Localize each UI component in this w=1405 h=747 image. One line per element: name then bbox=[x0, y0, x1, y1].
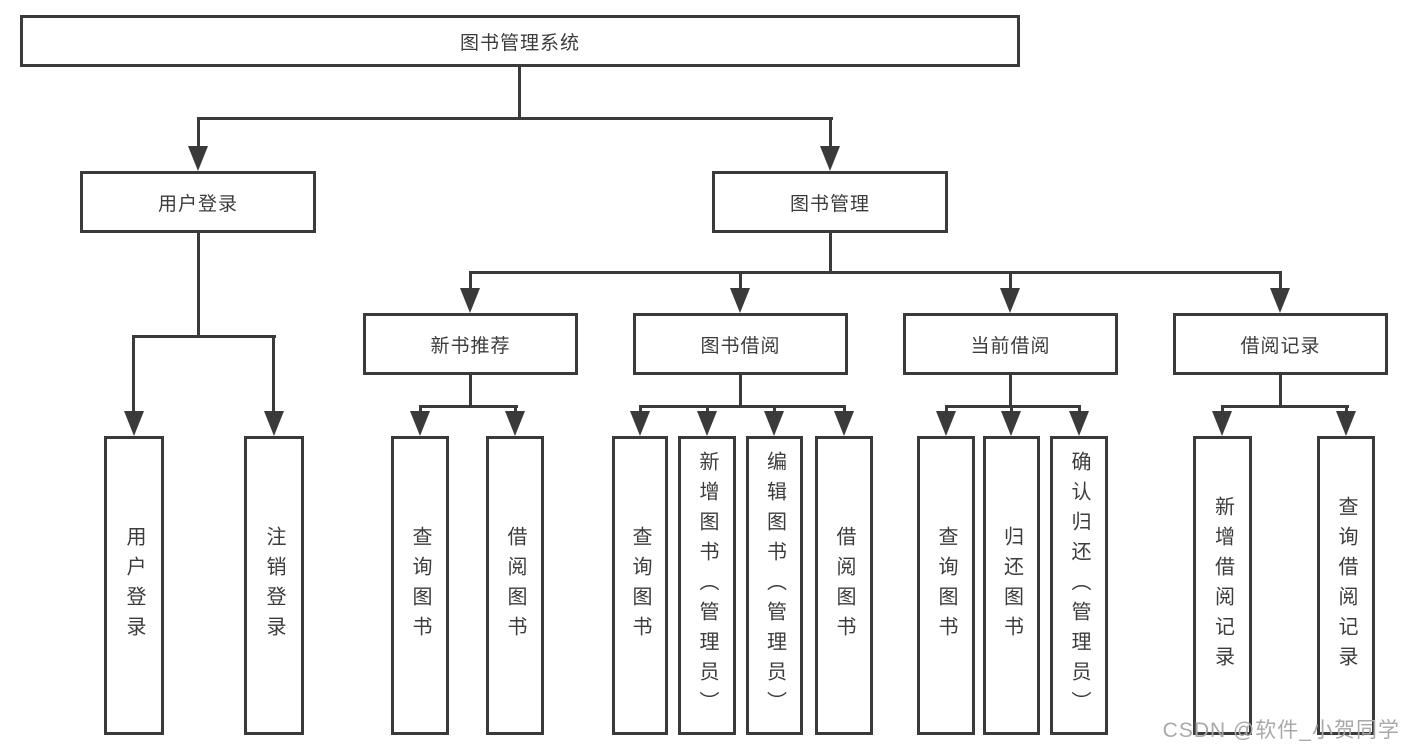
leaf-add-borrow-record-label: 新增借阅记录 bbox=[1211, 495, 1234, 676]
leaf-query-borrow-record-label: 查询借阅记录 bbox=[1335, 495, 1357, 676]
connector-mgmt-branch bbox=[469, 271, 1282, 274]
node-current-borrowing-label: 当前借阅 bbox=[970, 335, 1051, 357]
arrow-down-icon bbox=[1270, 288, 1290, 313]
node-book-borrowing: 图书借阅 bbox=[633, 313, 848, 375]
leaf-query-books-recommend-label: 查询图书 bbox=[409, 525, 431, 646]
leaf-query-books-current: 查询图书 bbox=[917, 436, 975, 735]
connector-to-new-books bbox=[469, 271, 472, 295]
leaf-borrow-books-recommend-label: 借阅图书 bbox=[504, 525, 526, 646]
arrow-down-icon bbox=[936, 411, 956, 436]
node-new-book-recommendation: 新书推荐 bbox=[363, 313, 578, 375]
leaf-user-login: 用户登录 bbox=[104, 436, 164, 735]
connector-current-branch bbox=[945, 405, 1081, 408]
csdn-watermark: CSDN @软件_小贺同学 bbox=[1162, 719, 1400, 742]
arrow-down-icon bbox=[1000, 288, 1020, 313]
connector-newbooks-branch bbox=[419, 405, 518, 408]
connector-user-branch bbox=[132, 335, 276, 338]
node-book-management-label: 图书管理 bbox=[789, 193, 870, 215]
leaf-edit-book-admin-label: 编辑图书（管理员） bbox=[763, 450, 786, 721]
node-library-system: 图书管理系统 bbox=[20, 15, 1020, 67]
arrow-down-icon bbox=[1336, 411, 1356, 436]
leaf-confirm-return-admin: 确认归还（管理员） bbox=[1050, 436, 1108, 735]
arrow-down-icon bbox=[730, 288, 750, 313]
node-borrowing-records: 借阅记录 bbox=[1173, 313, 1388, 375]
node-borrowing-records-label: 借阅记录 bbox=[1240, 335, 1321, 357]
leaf-query-borrow-record: 查询借阅记录 bbox=[1317, 436, 1375, 735]
node-current-borrowing: 当前借阅 bbox=[903, 313, 1118, 375]
node-book-management: 图书管理 bbox=[712, 171, 948, 233]
leaf-borrow-books-recommend: 借阅图书 bbox=[486, 436, 544, 735]
node-book-borrowing-label: 图书借阅 bbox=[700, 335, 781, 357]
leaf-return-books: 归还图书 bbox=[983, 436, 1040, 735]
connector-newbooks-trunk bbox=[469, 374, 472, 407]
connector-records-branch bbox=[1221, 405, 1349, 408]
connector-to-current bbox=[1009, 271, 1012, 295]
connector-to-leaf-logout bbox=[272, 335, 275, 417]
connector-to-user-login bbox=[197, 117, 200, 152]
leaf-add-book-admin: 新增图书（管理员） bbox=[678, 436, 736, 735]
leaf-query-books-current-label: 查询图书 bbox=[935, 525, 957, 646]
arrow-down-icon bbox=[820, 146, 840, 171]
connector-to-leaf-user-login bbox=[132, 335, 135, 417]
leaf-borrow-books-borrowing-label: 借阅图书 bbox=[833, 525, 855, 646]
node-user-login-label: 用户登录 bbox=[157, 193, 238, 215]
leaf-add-borrow-record: 新增借阅记录 bbox=[1193, 436, 1252, 735]
connector-borrowing-branch bbox=[639, 405, 846, 408]
connector-to-records bbox=[1279, 271, 1282, 295]
connector-to-borrowing bbox=[739, 271, 742, 295]
leaf-query-books-borrowing: 查询图书 bbox=[612, 436, 668, 735]
arrow-down-icon bbox=[264, 411, 284, 436]
arrow-down-icon bbox=[505, 411, 525, 436]
leaf-logout: 注销登录 bbox=[244, 436, 304, 735]
connector-mgmt-trunk bbox=[829, 232, 832, 273]
connector-to-book-management bbox=[829, 117, 832, 152]
node-user-login: 用户登录 bbox=[80, 171, 316, 233]
arrow-down-icon bbox=[697, 411, 717, 436]
arrow-down-icon bbox=[410, 411, 430, 436]
node-library-system-label: 图书管理系统 bbox=[459, 32, 580, 54]
leaf-query-books-recommend: 查询图书 bbox=[391, 436, 449, 735]
connector-current-trunk bbox=[1009, 374, 1012, 407]
leaf-user-login-label: 用户登录 bbox=[123, 525, 145, 646]
connector-borrowing-trunk bbox=[739, 374, 742, 407]
arrow-down-icon bbox=[460, 288, 480, 313]
arrow-down-icon bbox=[188, 146, 208, 171]
leaf-logout-label: 注销登录 bbox=[263, 525, 285, 646]
connector-records-trunk bbox=[1279, 374, 1282, 407]
leaf-confirm-return-admin-label: 确认归还（管理员） bbox=[1068, 450, 1090, 721]
arrow-down-icon bbox=[1212, 411, 1232, 436]
connector-root-trunk bbox=[518, 66, 521, 119]
connector-user-trunk bbox=[197, 232, 200, 337]
arrow-down-icon bbox=[764, 411, 784, 436]
arrow-down-icon bbox=[1001, 411, 1021, 436]
arrow-down-icon bbox=[630, 411, 650, 436]
arrow-down-icon bbox=[124, 411, 144, 436]
leaf-borrow-books-borrowing: 借阅图书 bbox=[815, 436, 873, 735]
leaf-add-book-admin-label: 新增图书（管理员） bbox=[696, 450, 718, 721]
connector-root-branch bbox=[197, 117, 833, 120]
leaf-edit-book-admin: 编辑图书（管理员） bbox=[746, 436, 803, 735]
arrow-down-icon bbox=[1069, 411, 1089, 436]
leaf-query-books-borrowing-label: 查询图书 bbox=[629, 525, 651, 646]
leaf-return-books-label: 归还图书 bbox=[1000, 525, 1023, 646]
arrow-down-icon bbox=[834, 411, 854, 436]
node-new-book-recommendation-label: 新书推荐 bbox=[430, 335, 511, 357]
